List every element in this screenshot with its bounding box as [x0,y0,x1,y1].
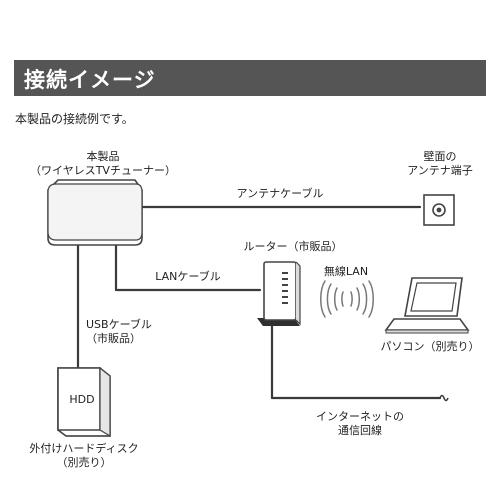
section-header: 接続イメージ [14,60,486,96]
intro-text: 本製品の接続例です。 [15,112,134,126]
antenna-outlet-label-line2: アンテナ端子 [407,164,473,177]
antenna-outlet-label-line1: 壁面の [423,150,457,163]
wifi-waves-icon [320,280,374,318]
hdd-label-line1: 外付けハードディスク [29,442,139,455]
laptop-icon [384,277,470,334]
hdd-label-line2: （別売り） [56,456,112,469]
antenna-cable-label: アンテナケーブル [236,187,324,200]
router-label: ルーター（市販品） [243,240,343,253]
hdd-box-text: HDD [69,393,95,406]
lan-cable-line [114,241,262,292]
tv-tuner-icon [47,179,143,246]
hdd-icon [57,366,111,438]
usb-cable-label-line2: （市販品） [86,332,141,345]
laptop-label: パソコン（別売り） [380,340,480,353]
tuner-label-line2: （ワイヤレスTVチューナー） [30,164,176,177]
internet-line [270,321,442,400]
router-icon [257,261,301,326]
internet-label-line1: インターネットの [316,410,404,423]
lan-cable-label: LANケーブル [155,270,221,283]
internet-label-line2: 通信回線 [338,424,382,437]
antenna-outlet-icon [423,194,455,226]
section-title: 接続イメージ [24,68,156,92]
usb-cable-label-line1: USBケーブル [86,318,152,331]
tuner-label-line1: 本製品 [86,150,120,163]
line-end-icon [439,394,449,402]
wireless-lan-label: 無線LAN [323,265,369,278]
